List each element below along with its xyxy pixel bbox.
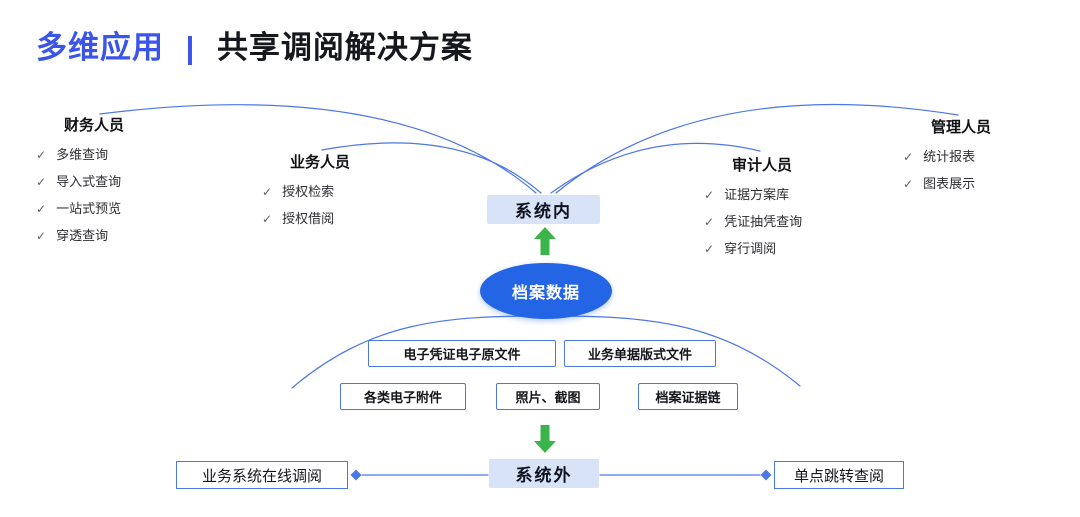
feature-label: 授权检索: [282, 184, 335, 199]
external-box-online-retrieval: 业务系统在线调阅: [176, 461, 348, 489]
feature-label: 证据方案库: [724, 187, 790, 202]
role-feature-item: ✓ 图表展示: [903, 177, 991, 191]
title-separator: |: [185, 30, 196, 65]
arrow-down-icon: [534, 425, 556, 453]
data-box-business-document: 业务单据版式文件: [564, 340, 716, 367]
data-box-photos: 照片、截图: [496, 383, 600, 410]
role-group-finance: 财务人员 ✓ 多维查询 ✓ 导入式查询 ✓ 一站式预览 ✓ 穿透查询: [36, 118, 124, 256]
role-feature-item: ✓ 统计报表: [903, 150, 991, 164]
role-feature-item: ✓ 穿透查询: [36, 229, 124, 243]
check-icon: ✓: [704, 215, 715, 229]
role-feature-item: ✓ 授权借阅: [262, 212, 350, 226]
check-icon: ✓: [903, 150, 914, 164]
check-icon: ✓: [36, 148, 47, 162]
role-name: 财务人员: [64, 117, 125, 134]
role-group-admin: 管理人员 ✓ 统计报表 ✓ 图表展示: [903, 120, 991, 204]
feature-label: 穿透查询: [56, 228, 109, 243]
title-highlight: 多维应用: [36, 30, 164, 65]
data-box-evidence-chain: 档案证据链: [638, 383, 738, 410]
role-name: 管理人员: [931, 119, 992, 136]
role-feature-item: ✓ 多维查询: [36, 148, 124, 162]
role-feature-item: ✓ 凭证抽凭查询: [704, 215, 802, 229]
role-feature-item: ✓ 穿行调阅: [704, 242, 802, 256]
check-icon: ✓: [36, 202, 47, 216]
arrow-up-icon: [534, 227, 556, 255]
feature-label: 穿行调阅: [724, 241, 777, 256]
external-box-sso-jump: 单点跳转查阅: [774, 461, 904, 489]
feature-label: 统计报表: [923, 149, 976, 164]
check-icon: ✓: [262, 212, 273, 226]
system-out-box: 系统外: [489, 459, 599, 488]
diamond-right-icon: [760, 469, 772, 481]
feature-label: 多维查询: [56, 147, 109, 162]
curve-business-to-system: [321, 142, 542, 194]
check-icon: ✓: [903, 177, 914, 191]
role-feature-item: ✓ 一站式预览: [36, 202, 124, 216]
feature-label: 导入式查询: [56, 174, 122, 189]
data-box-electronic-voucher: 电子凭证电子原文件: [368, 340, 556, 367]
check-icon: ✓: [36, 175, 47, 189]
check-icon: ✓: [704, 242, 715, 256]
feature-label: 一站式预览: [56, 201, 122, 216]
feature-label: 凭证抽凭查询: [724, 214, 803, 229]
title-rest: 共享调阅解决方案: [216, 30, 473, 65]
role-feature-item: ✓ 证据方案库: [704, 188, 802, 202]
check-icon: ✓: [36, 229, 47, 243]
diamond-left-icon: [350, 469, 362, 481]
role-feature-item: ✓ 授权检索: [262, 185, 350, 199]
page-title: 多维应用 | 共享调阅解决方案: [36, 22, 473, 67]
role-name: 审计人员: [732, 157, 793, 174]
role-group-audit: 审计人员 ✓ 证据方案库 ✓ 凭证抽凭查询 ✓ 穿行调阅: [704, 158, 802, 269]
role-name: 业务人员: [290, 154, 351, 171]
system-in-box: 系统内: [487, 195, 600, 224]
role-group-business: 业务人员 ✓ 授权检索 ✓ 授权借阅: [262, 155, 350, 239]
feature-label: 授权借阅: [282, 211, 335, 226]
check-icon: ✓: [704, 188, 715, 202]
data-box-attachments: 各类电子附件: [340, 383, 466, 410]
archive-data-ellipse: 档案数据: [480, 263, 612, 319]
feature-label: 图表展示: [923, 176, 976, 191]
role-feature-item: ✓ 导入式查询: [36, 175, 124, 189]
check-icon: ✓: [262, 185, 273, 199]
